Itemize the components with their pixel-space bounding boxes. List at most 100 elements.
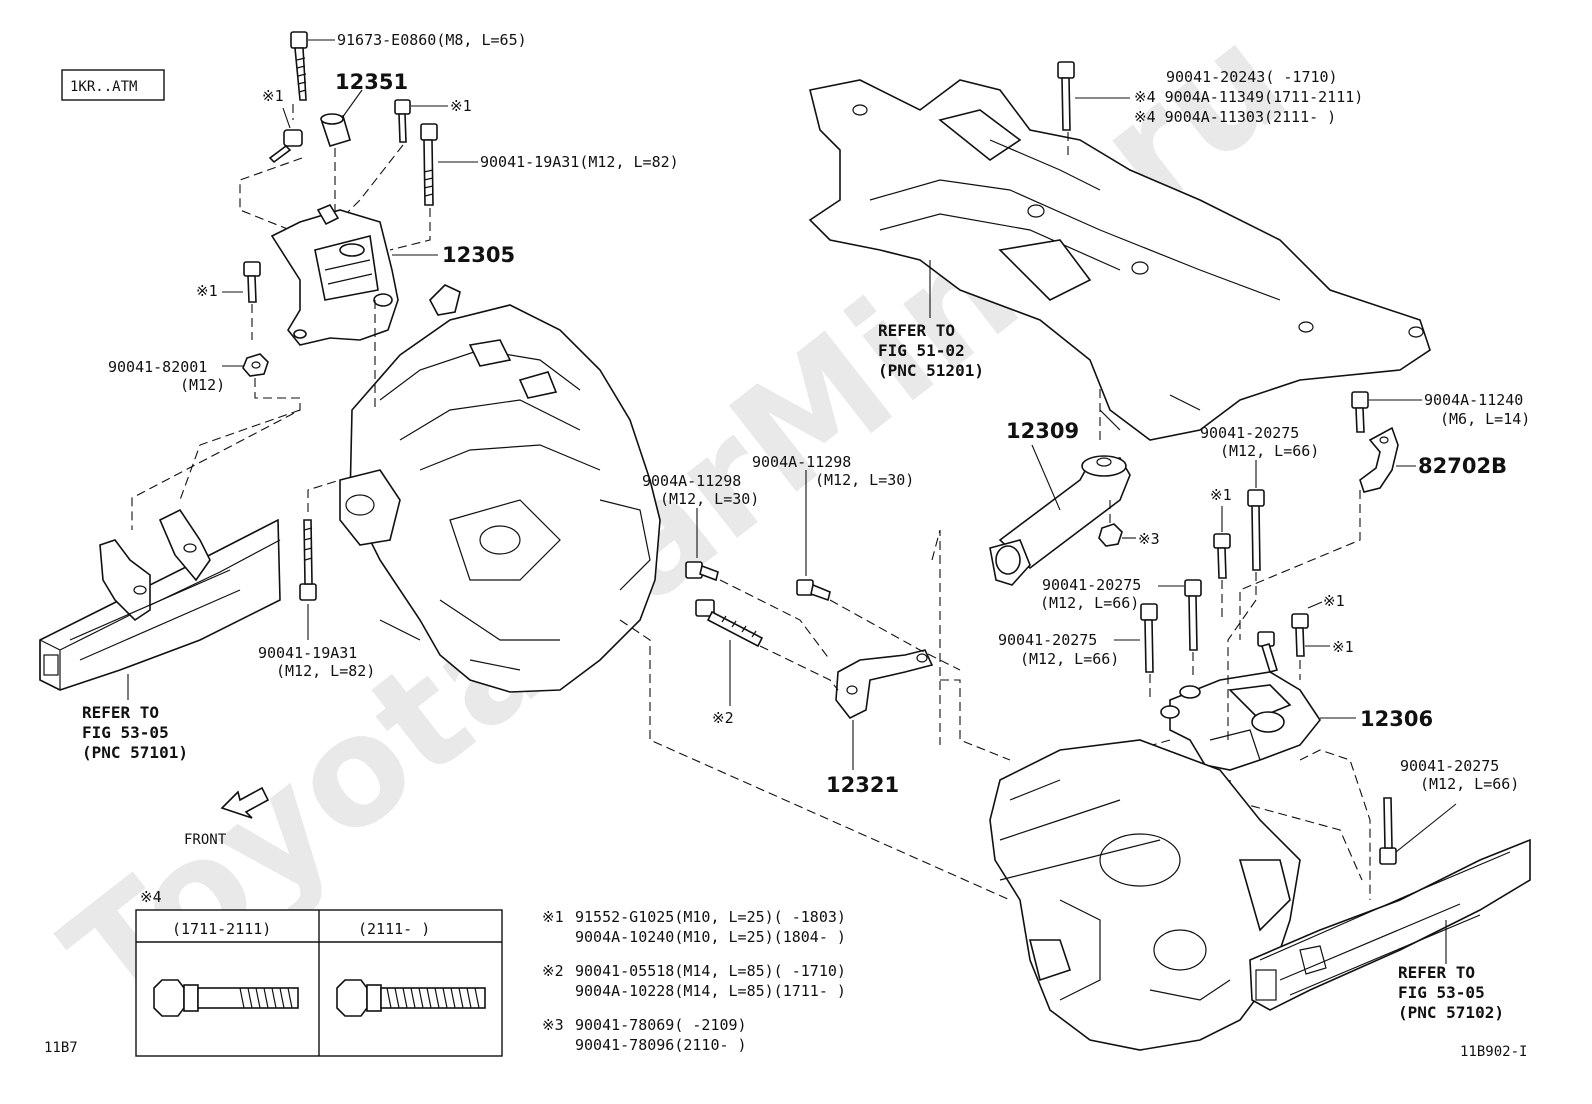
bolt-mark1-a-icon xyxy=(268,129,303,164)
callout-20275-d: 90041-20275 xyxy=(1400,757,1499,775)
note4-title: ※4 xyxy=(140,888,162,906)
ref-crossmember-1: REFER TO xyxy=(878,321,955,340)
bolt-11240-icon xyxy=(1351,391,1369,433)
callout-20275-c-spec: (M12, L=66) xyxy=(1020,650,1119,668)
bolt-19a31-bottom-icon xyxy=(299,519,317,601)
ref-right-frame-2: FIG 53-05 xyxy=(1398,983,1485,1002)
callout-19a31-top: 90041-19A31(M12, L=82) xyxy=(480,153,679,171)
crossmember-icon xyxy=(808,79,1431,441)
bolt-20275-a-icon xyxy=(1247,489,1265,571)
ref-crossmember-3: (PNC 51201) xyxy=(878,361,984,380)
bolt-20275-c-icon xyxy=(1140,603,1158,673)
model-tag-text: 1KR..ATM xyxy=(70,79,137,95)
mark1-c: ※1 xyxy=(196,282,218,300)
mark2: ※2 xyxy=(712,709,734,727)
footer-left-code: 11B7 xyxy=(44,1040,78,1056)
ref-right-frame-1: REFER TO xyxy=(1398,963,1475,982)
note1-line1: 91552-G1025(M10, L=25)( -1803) xyxy=(575,908,846,926)
mark1-b: ※1 xyxy=(450,97,472,115)
callout-11298-b-spec: (M12, L=30) xyxy=(815,471,914,489)
callout-crossmember-2: ※4 9004A-11349(1711-2111) xyxy=(1134,88,1363,106)
bolt-mark1-b-icon xyxy=(394,99,411,143)
pnc-12309: 12309 xyxy=(1006,419,1079,443)
ref-right-frame-3: (PNC 57102) xyxy=(1398,1003,1504,1022)
callout-82001-spec: (M12) xyxy=(180,376,225,394)
callout-20275-a-spec: (M12, L=66) xyxy=(1220,442,1319,460)
model-tag: 1KR..ATM xyxy=(61,69,165,101)
ref-left-frame-3: (PNC 57101) xyxy=(82,743,188,762)
front-arrow-icon xyxy=(220,786,270,819)
bolt-mark2-icon xyxy=(695,599,764,648)
bolt-11298-b-icon xyxy=(796,579,831,602)
mark1-f: ※1 xyxy=(1332,638,1354,656)
note1-line2: 9004A-10240(M10, L=25)(1804- ) xyxy=(575,928,846,946)
engine-mount-12305-icon xyxy=(270,203,399,346)
bolt-20275-b-icon xyxy=(1184,579,1202,651)
pnc-12306: 12306 xyxy=(1360,707,1433,731)
callout-11240-spec: (M6, L=14) xyxy=(1440,410,1530,428)
mark1-d: ※1 xyxy=(1210,486,1232,504)
left-frame-icon xyxy=(39,508,281,691)
callout-20275-c: 90041-20275 xyxy=(998,631,1097,649)
mark3: ※3 xyxy=(1138,530,1160,548)
note4-col2: (2111- ) xyxy=(358,920,430,938)
notes-block: ※1 91552-G1025(M10, L=25)( -1803) 9004A-… xyxy=(542,908,846,1054)
torque-rod-12309-icon xyxy=(989,455,1131,586)
transmission-icon xyxy=(989,739,1301,1051)
front-label: FRONT xyxy=(184,832,227,848)
callout-20275-b: 90041-20275 xyxy=(1042,576,1141,594)
callout-19a31-bottom: 90041-19A31 xyxy=(258,644,357,662)
pnc-12305: 12305 xyxy=(442,243,515,267)
bracket-12321-icon xyxy=(835,649,934,720)
callout-11240: 9004A-11240 xyxy=(1424,391,1523,409)
bolt-mark1-c-icon xyxy=(243,261,261,303)
bolt-19a31-top-icon xyxy=(420,123,438,206)
note4-col1: (1711-2111) xyxy=(172,920,271,938)
pnc-12321: 12321 xyxy=(826,773,899,797)
ref-left-frame-2: FIG 53-05 xyxy=(82,723,169,742)
bolt-11298-a-icon xyxy=(685,561,719,582)
note2-line2: 9004A-10228(M14, L=85)(1711- ) xyxy=(575,982,846,1000)
bolt-20275-d-icon xyxy=(1379,797,1397,865)
note2-mark: ※2 xyxy=(542,962,564,980)
footer-right-code: 11B902-I xyxy=(1460,1044,1527,1060)
note1-mark: ※1 xyxy=(542,908,564,926)
right-frame-icon xyxy=(1249,838,1531,1011)
engine-assembly-icon xyxy=(339,284,661,693)
nut-82001-icon xyxy=(242,353,269,377)
callout-11298-b: 9004A-11298 xyxy=(752,453,851,471)
note4-bolt-a-icon xyxy=(153,979,299,1017)
mark1-a: ※1 xyxy=(262,87,284,105)
note3-mark: ※3 xyxy=(542,1016,564,1034)
note3-line1: 90041-78069( -2109) xyxy=(575,1016,747,1034)
callout-crossmember-3: ※4 9004A-11303(2111- ) xyxy=(1134,108,1336,126)
collar-12351-icon xyxy=(320,113,351,147)
pnc-12351: 12351 xyxy=(335,70,408,94)
bolt-mark1-d-icon xyxy=(1213,533,1231,579)
nut-mark3-icon xyxy=(1098,523,1123,547)
bracket-82702b-icon xyxy=(1359,426,1399,493)
mark1-e: ※1 xyxy=(1323,592,1345,610)
callout-20275-a: 90041-20275 xyxy=(1200,424,1299,442)
pnc-82702b: 82702B xyxy=(1418,454,1507,478)
ref-crossmember-2: FIG 51-02 xyxy=(878,341,965,360)
trans-mount-12306-icon xyxy=(1160,671,1321,771)
ref-left-frame-1: REFER TO xyxy=(82,703,159,722)
note2-line1: 90041-05518(M14, L=85)( -1710) xyxy=(575,962,846,980)
callout-82001: 90041-82001 xyxy=(108,358,207,376)
callout-crossmember-1: 90041-20243( -1710) xyxy=(1166,68,1338,86)
bolt-91673-icon xyxy=(290,31,308,101)
callout-20275-d-spec: (M12, L=66) xyxy=(1420,775,1519,793)
callout-11298-a-spec: (M12, L=30) xyxy=(660,490,759,508)
bolt-20243-icon xyxy=(1057,61,1075,131)
note3-line2: 90041-78096(2110- ) xyxy=(575,1036,747,1054)
note4-table xyxy=(135,909,503,1057)
callout-19a31-bottom-spec: (M12, L=82) xyxy=(276,662,375,680)
callout-20275-b-spec: (M12, L=66) xyxy=(1040,594,1139,612)
bolt-mark1-e-icon xyxy=(1291,613,1309,657)
callout-top-bolt: 91673-E0860(M8, L=65) xyxy=(337,31,527,49)
bolt-mark1-f-icon xyxy=(1257,631,1279,673)
callout-11298-a: 9004A-11298 xyxy=(642,472,741,490)
